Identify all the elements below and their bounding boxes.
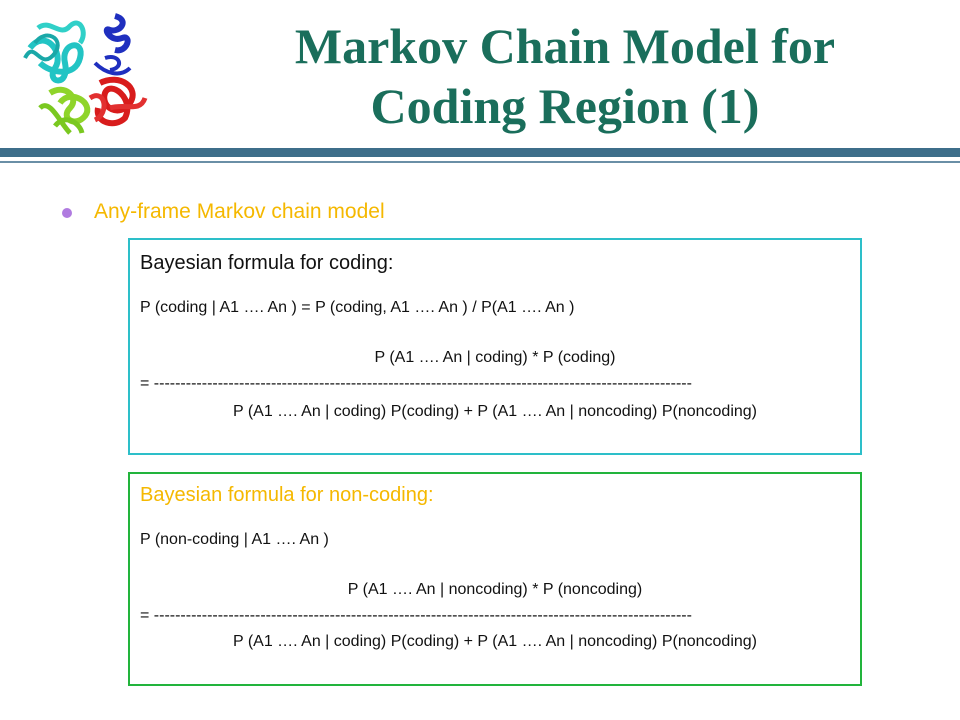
noncoding-denominator: P (A1 …. An | coding) P(coding) + P (A1 …	[232, 633, 757, 650]
slide-title: Markov Chain Model for Coding Region (1)	[170, 16, 960, 136]
coding-box-title: Bayesian formula for coding:	[140, 252, 394, 274]
noncoding-formula-box: Bayesian formula for non-coding: P (non-…	[128, 472, 862, 686]
noncoding-fraction-divider: = --------------------------------------…	[140, 607, 692, 624]
protein-ribbon-icon	[23, 13, 148, 135]
coding-denominator: P (A1 …. An | coding) P(coding) + P (A1 …	[232, 403, 757, 420]
title-line-1: Markov Chain Model for	[294, 18, 836, 74]
noncoding-formula-line: P (non-coding | A1 …. An )	[140, 531, 329, 548]
noncoding-numerator: P (A1 …. An | noncoding) * P (noncoding)	[347, 581, 643, 598]
noncoding-box-title: Bayesian formula for non-coding:	[140, 484, 434, 506]
title-line-2: Coding Region (1)	[370, 78, 760, 134]
title-divider-thin	[0, 161, 960, 163]
title-divider-thick	[0, 148, 960, 157]
coding-formula-line: P (coding | A1 …. An ) = P (coding, A1 ……	[140, 299, 575, 316]
bullet-text: Any-frame Markov chain model	[94, 200, 385, 223]
coding-numerator: P (A1 …. An | coding) * P (coding)	[374, 349, 616, 366]
coding-fraction-divider: = --------------------------------------…	[140, 375, 692, 392]
bullet-dot-icon	[62, 208, 72, 218]
coding-formula-box: Bayesian formula for coding: P (coding |…	[128, 238, 862, 455]
